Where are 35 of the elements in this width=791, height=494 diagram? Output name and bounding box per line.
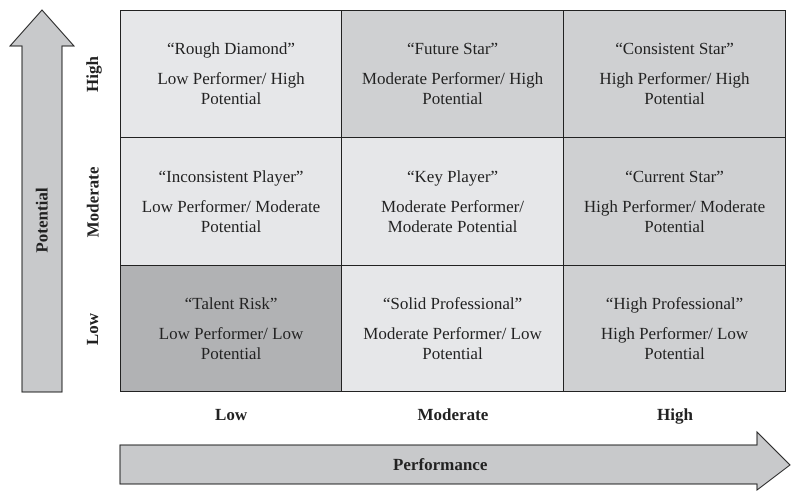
grid-cell bbox=[563, 265, 786, 392]
column-label: Moderate bbox=[418, 405, 488, 425]
grid-cell bbox=[563, 137, 786, 266]
cell-title: “Solid Professional” bbox=[382, 294, 522, 314]
row-label: Low bbox=[83, 312, 104, 346]
cell-description: High Performer/ High Potential bbox=[598, 69, 751, 109]
cell-title: “Talent Risk” bbox=[184, 294, 278, 314]
cell-description: Low Performer/ Moderate Potential bbox=[140, 196, 322, 236]
row-label: High bbox=[82, 56, 103, 92]
grid-cell bbox=[120, 265, 342, 392]
axis-title: Potential bbox=[32, 187, 52, 253]
cell-description: High Performer/ Moderate Potential bbox=[582, 196, 766, 236]
cell-title: “Current Star” bbox=[625, 166, 724, 186]
cell-title: “Future Star” bbox=[406, 39, 498, 59]
cell-title: “Consistent Star” bbox=[615, 39, 734, 59]
cell-description: Moderate Performer/ Moderate Potential bbox=[380, 196, 526, 236]
cell-description: Low Performer/ High Potential bbox=[156, 69, 306, 109]
cell-description: Moderate Performer/ High Potential bbox=[360, 69, 544, 109]
grid-cell bbox=[341, 137, 564, 266]
column-label: Low bbox=[215, 405, 248, 425]
cell-description: High Performer/ Low Potential bbox=[600, 324, 750, 364]
cell-title: “Inconsistent Player” bbox=[158, 166, 304, 186]
cell-title: “Rough Diamond” bbox=[167, 39, 295, 59]
column-label: High bbox=[657, 405, 693, 425]
axis-title: Performance bbox=[393, 455, 488, 475]
cell-title: “High Professional” bbox=[606, 294, 744, 314]
grid-cell bbox=[120, 137, 342, 266]
cell-description: Moderate Performer/ Low Potential bbox=[362, 324, 543, 364]
grid-cell bbox=[120, 10, 342, 138]
cell-description: Low Performer/ Low Potential bbox=[158, 324, 304, 364]
grid-cell bbox=[341, 10, 564, 138]
grid-cell bbox=[563, 10, 786, 138]
row-label: Moderate bbox=[82, 166, 103, 238]
cell-title: “Key Player” bbox=[406, 166, 498, 186]
grid-cell bbox=[341, 265, 564, 392]
